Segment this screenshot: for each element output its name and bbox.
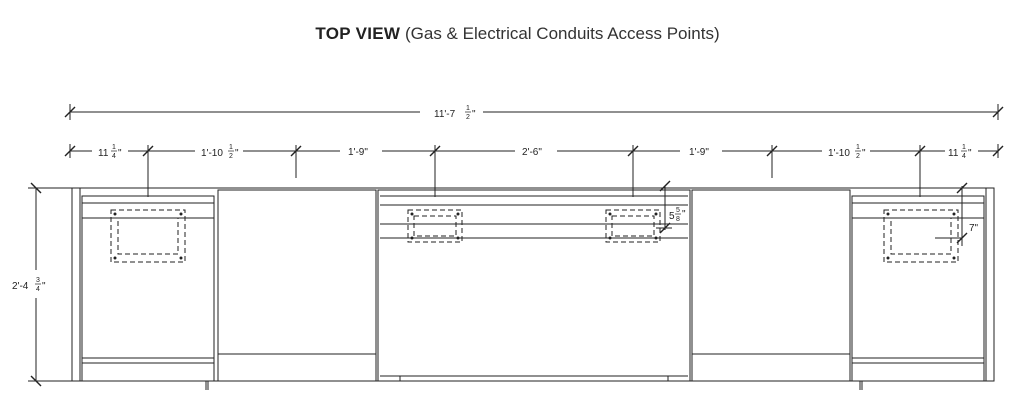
- dim-seg-6-num: 1: [962, 144, 966, 151]
- dim-seg-1-whole: 1'-10: [201, 148, 223, 159]
- dim-seg-5-num: 1: [856, 144, 860, 151]
- dim-seg-6-unit: ": [968, 148, 972, 159]
- dim-seg-1-unit: ": [235, 148, 239, 159]
- dim-offset-small-num: 5: [676, 207, 680, 214]
- dim-seg-3: 2'-6": [522, 147, 542, 158]
- dim-seg-0: 11 1 4 ": [98, 144, 122, 160]
- dim-depth-num: 3: [36, 277, 40, 284]
- overall-dimension-line: [64, 104, 1004, 120]
- segment-dimension-line: [64, 144, 1004, 197]
- dim-seg-1-den: 2: [229, 153, 233, 160]
- dim-depth-whole: 2'-4: [12, 281, 29, 292]
- dim-overall-unit: ": [472, 109, 476, 120]
- dim-seg-1: 1'-10 1 2 ": [201, 144, 239, 160]
- dim-overall-whole: 11'-7: [434, 109, 456, 120]
- dim-seg-6: 11 1 4 ": [948, 144, 972, 160]
- dim-seg-2: 1'-9": [348, 147, 368, 158]
- dim-offset-small-whole: 5: [669, 211, 675, 222]
- dim-offset-small-den: 8: [676, 216, 680, 223]
- offset-dimension-small: [656, 180, 672, 234]
- access-point-left: [110, 209, 186, 263]
- access-point-center-left: [407, 209, 463, 243]
- offset-dimension-right: [935, 182, 968, 246]
- title-subtitle: (Gas & Electrical Conduits Access Points…: [405, 24, 720, 43]
- access-point-center-right: [605, 209, 661, 243]
- dim-seg-0-num: 1: [112, 144, 116, 151]
- cabinet-run-outline: [71, 187, 995, 382]
- dim-seg-6-whole: 11: [948, 148, 959, 159]
- dim-depth-den: 4: [36, 286, 40, 293]
- dim-seg-5-den: 2: [856, 153, 860, 160]
- cabinet-left: [81, 195, 215, 390]
- cabinet-right: [851, 195, 985, 390]
- drawing-title: TOP VIEW (Gas & Electrical Conduits Acce…: [0, 24, 1035, 44]
- dim-seg-4: 1'-9": [689, 147, 709, 158]
- dim-seg-6-den: 4: [962, 153, 966, 160]
- dim-seg-0-unit: ": [118, 148, 122, 159]
- dim-overall-label: 11'-7 1 2 ": [434, 105, 476, 121]
- access-point-right: [883, 209, 959, 263]
- cabinet-center: [377, 189, 691, 382]
- dim-offset-right: 7": [969, 223, 979, 234]
- dim-depth: 2'-4 3 4 ": [12, 277, 46, 293]
- dim-overall-num: 1: [466, 105, 470, 112]
- dim-offset-small-unit: ": [682, 209, 686, 220]
- dim-seg-5-whole: 1'-10: [828, 148, 850, 159]
- cabinet-right-middle: [691, 189, 851, 382]
- title-bold: TOP VIEW: [315, 24, 401, 43]
- dim-seg-1-num: 1: [229, 144, 233, 151]
- dim-seg-0-whole: 11: [98, 148, 109, 159]
- cabinet-left-middle: [217, 189, 377, 382]
- dim-overall-den: 2: [466, 114, 470, 121]
- dim-depth-unit: ": [42, 281, 46, 292]
- dim-seg-5-unit: ": [862, 148, 866, 159]
- dim-seg-0-den: 4: [112, 153, 116, 160]
- dim-seg-5: 1'-10 1 2 ": [828, 144, 866, 160]
- depth-dimension-line: [28, 182, 74, 387]
- dim-offset-small: 5 5 8 ": [669, 207, 686, 223]
